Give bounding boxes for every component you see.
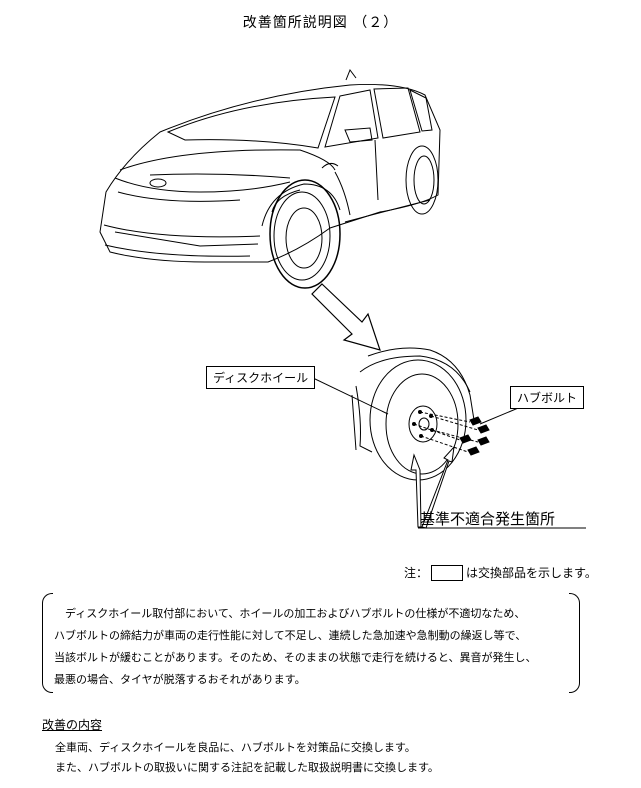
note-prefix: 注： (404, 566, 429, 580)
description-text: ディスクホイール取付部において、ホイールの加工およびハブボルトの仕様が不適切なた… (54, 603, 568, 691)
legend-box (431, 564, 464, 581)
description-line: ディスクホイール取付部において、ホイールの加工およびハブボルトの仕様が不適切なた… (65, 607, 526, 620)
fault-arrows (410, 445, 455, 529)
legend-note: 注： は交換部品を示します。 (404, 564, 597, 581)
fault-location-label: 基準不適合発生箇所 (420, 510, 556, 528)
description-line: 最悪の場合、タイヤが脱落するおそれがあります。 (54, 673, 306, 686)
improvement-heading: 改善の内容 (42, 718, 103, 732)
hub-bolt-leader (479, 405, 524, 425)
right-bracket (569, 593, 580, 693)
car-drawing (99, 68, 441, 281)
page-title: 改善箇所説明図 （２） (242, 15, 399, 31)
description-line: 当該ボルトが緩むことがあります。そのため、そのままの状態で走行を続けると、異音が… (54, 651, 537, 664)
zoom-arrow (311, 283, 381, 351)
disc-wheel-label: ディスクホイール (206, 366, 316, 389)
improvement-body: 全車両、ディスクホイールを良品に、ハブボルトを対策品に交換します。 また、ハブボ… (55, 738, 439, 778)
wheel-detail (351, 347, 490, 481)
note-suffix: は交換部品を示します。 (466, 566, 597, 580)
description-line: ハブボルトの締結力が車両の走行性能に対して不足し、連続した急加速や急制動の繰返し… (54, 629, 527, 642)
disc-wheel-leader (312, 377, 389, 415)
vehicle-illustration (99, 68, 586, 529)
improvement-line: また、ハブボルトの取扱いに関する注記を記載した取扱説明書に交換します。 (55, 761, 439, 774)
description-panel: ディスクホイール取付部において、ホイールの加工およびハブボルトの仕様が不適切なた… (42, 593, 580, 693)
hub-bolt-label: ハブボルト (510, 386, 585, 409)
improvement-line: 全車両、ディスクホイールを良品に、ハブボルトを対策品に交換します。 (55, 741, 416, 754)
left-bracket (42, 593, 53, 693)
wheel-highlight-ellipse (269, 179, 341, 289)
